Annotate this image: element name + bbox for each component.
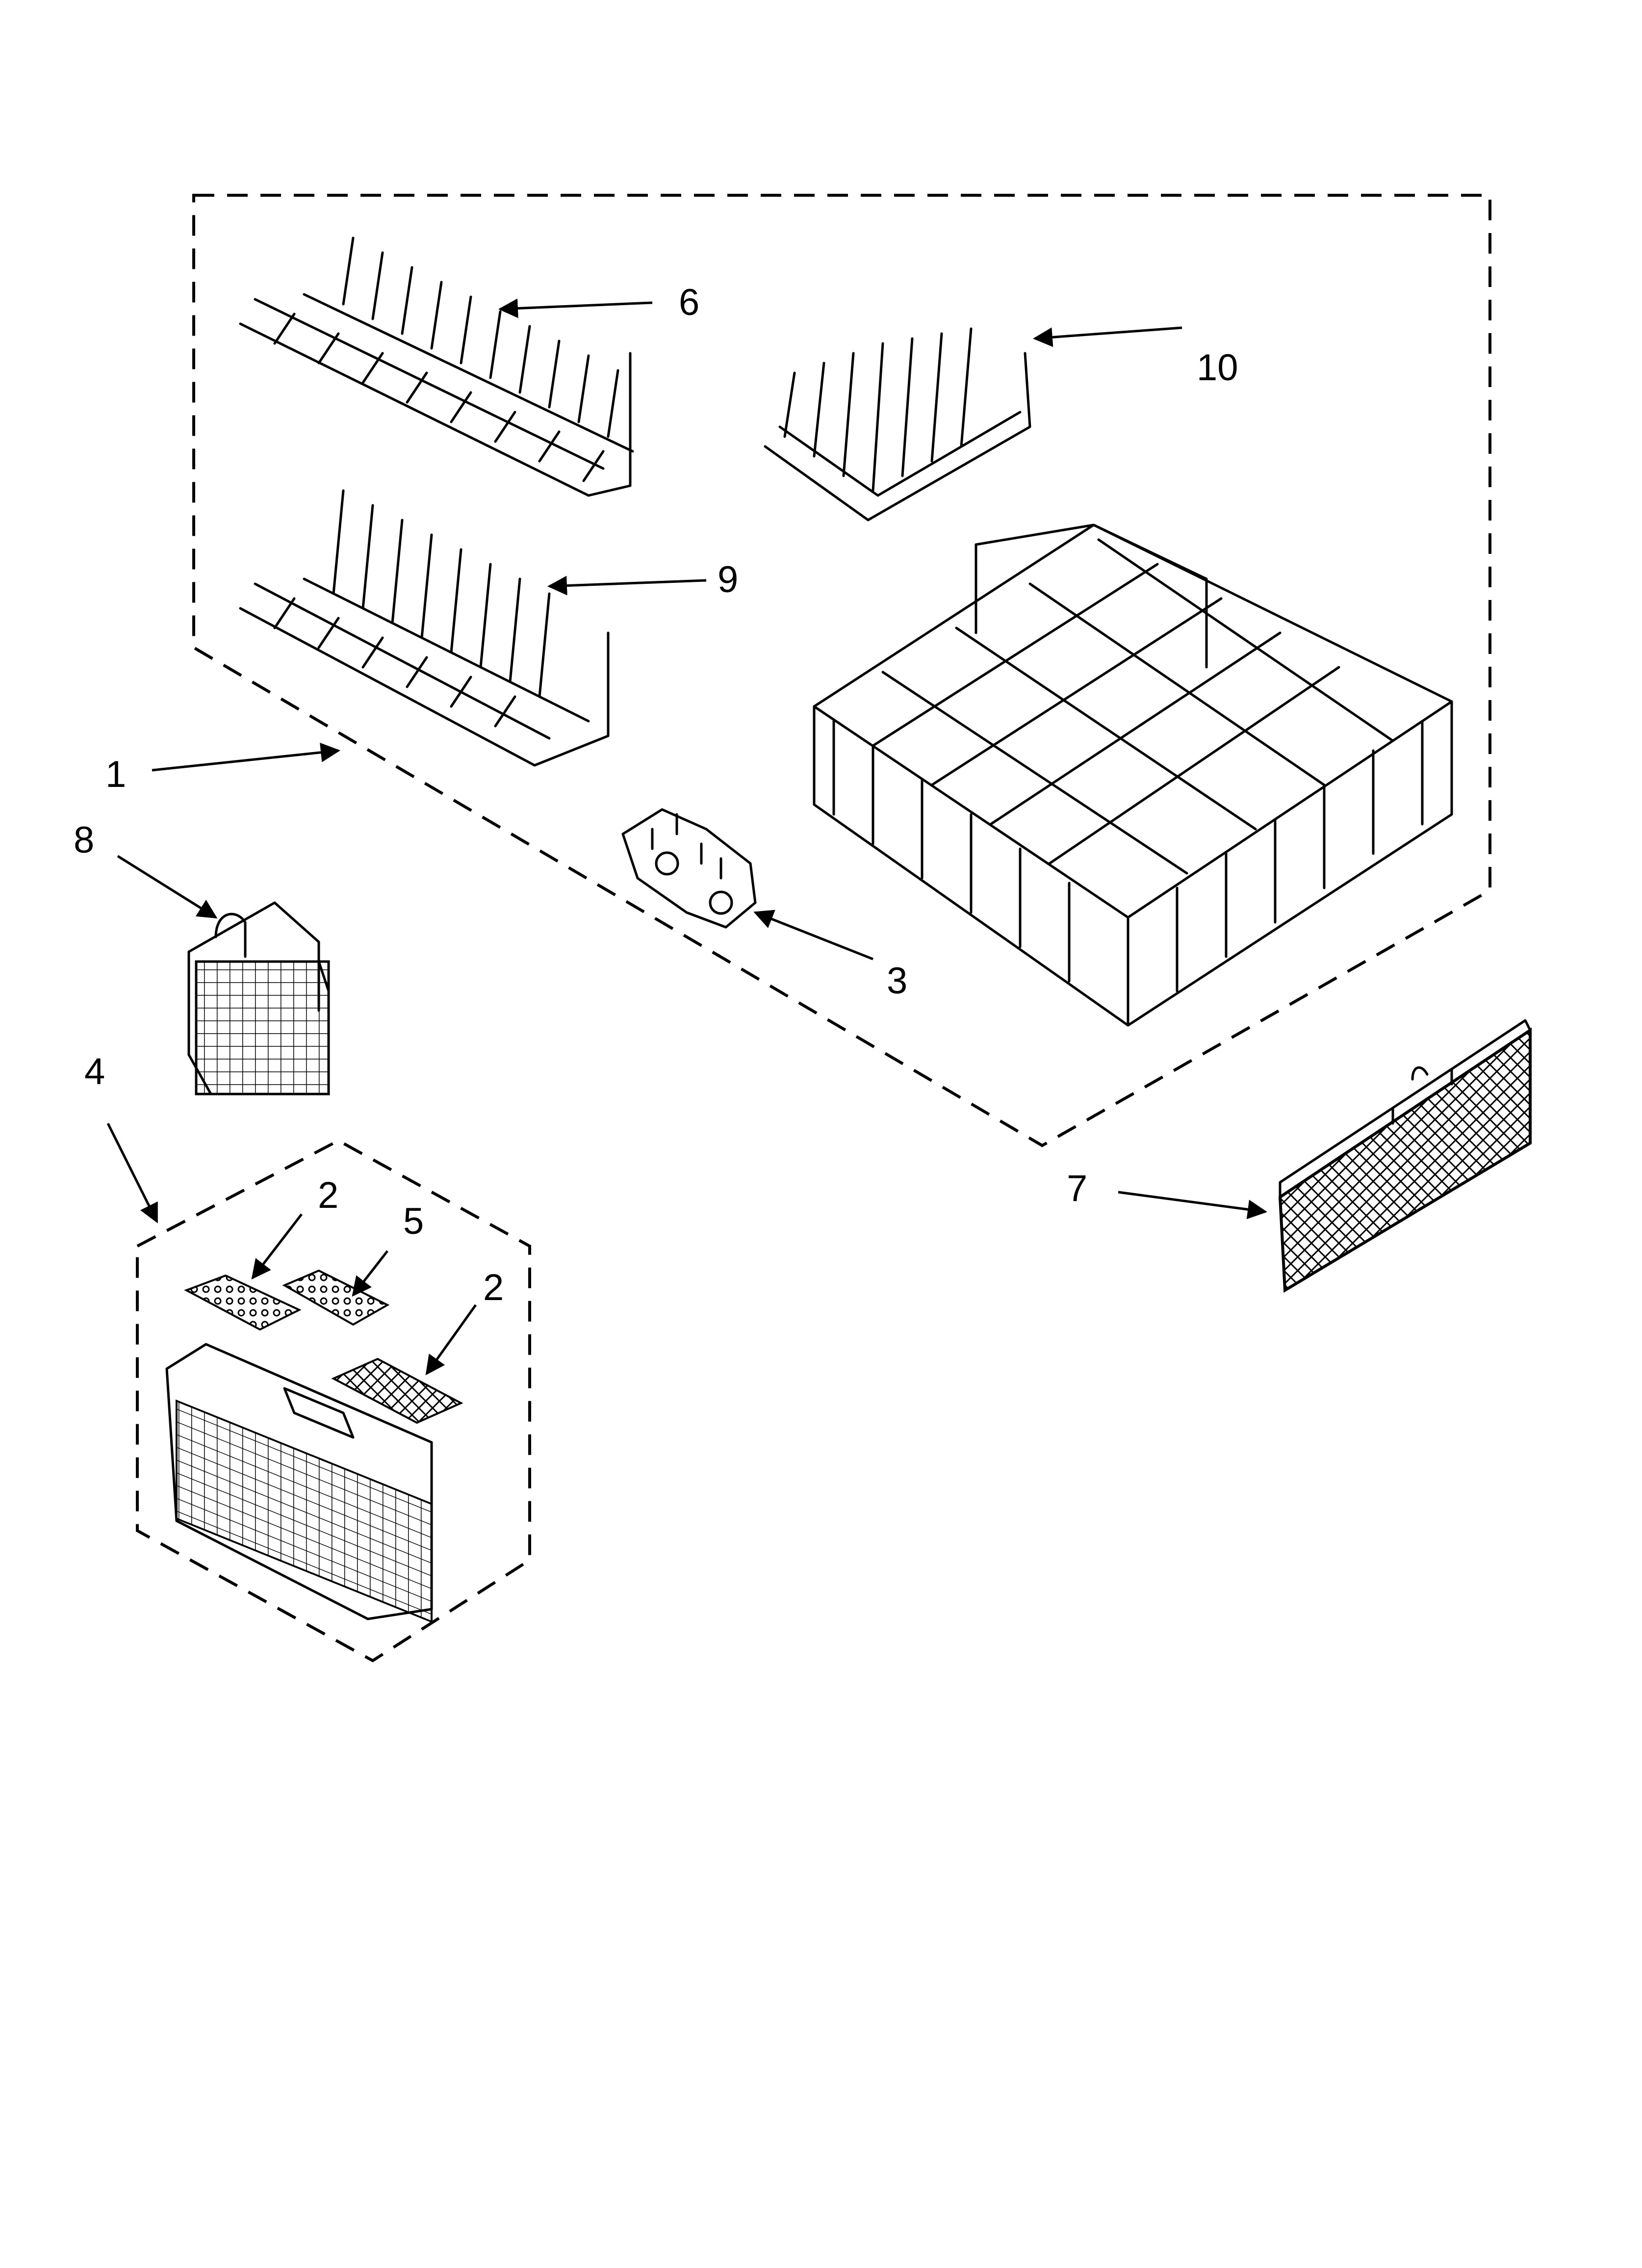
basket-assembly-boundary xyxy=(136,1139,531,1663)
basket-cover-middle xyxy=(282,1269,390,1326)
small-silverware-basket xyxy=(187,901,330,1095)
callout-6: 6 xyxy=(679,282,699,323)
callout-9: 9 xyxy=(718,559,738,600)
tine-row-small xyxy=(764,327,1031,521)
callout-7: 7 xyxy=(1067,1168,1087,1209)
rack-clip xyxy=(621,808,757,929)
assembly-boundary xyxy=(192,194,1491,1147)
callout-8: 8 xyxy=(74,819,94,861)
leader-lines xyxy=(106,298,1267,1376)
callout-10: 10 xyxy=(1197,347,1238,389)
callout-4: 4 xyxy=(84,1051,105,1093)
callout-2-left: 2 xyxy=(318,1174,338,1216)
callout-1: 1 xyxy=(105,754,126,795)
callout-2-right: 2 xyxy=(483,1267,504,1308)
basket-cover-right xyxy=(331,1357,463,1424)
tine-row-upper xyxy=(239,236,634,497)
callout-5: 5 xyxy=(403,1200,424,1242)
basket-cover-left xyxy=(184,1274,302,1331)
callout-3: 3 xyxy=(887,960,907,1002)
lower-rack xyxy=(813,523,1453,1027)
tine-row-lower xyxy=(239,489,610,767)
rack-cover-panel xyxy=(1278,1019,1532,1293)
cutlery-basket xyxy=(165,1343,433,1623)
